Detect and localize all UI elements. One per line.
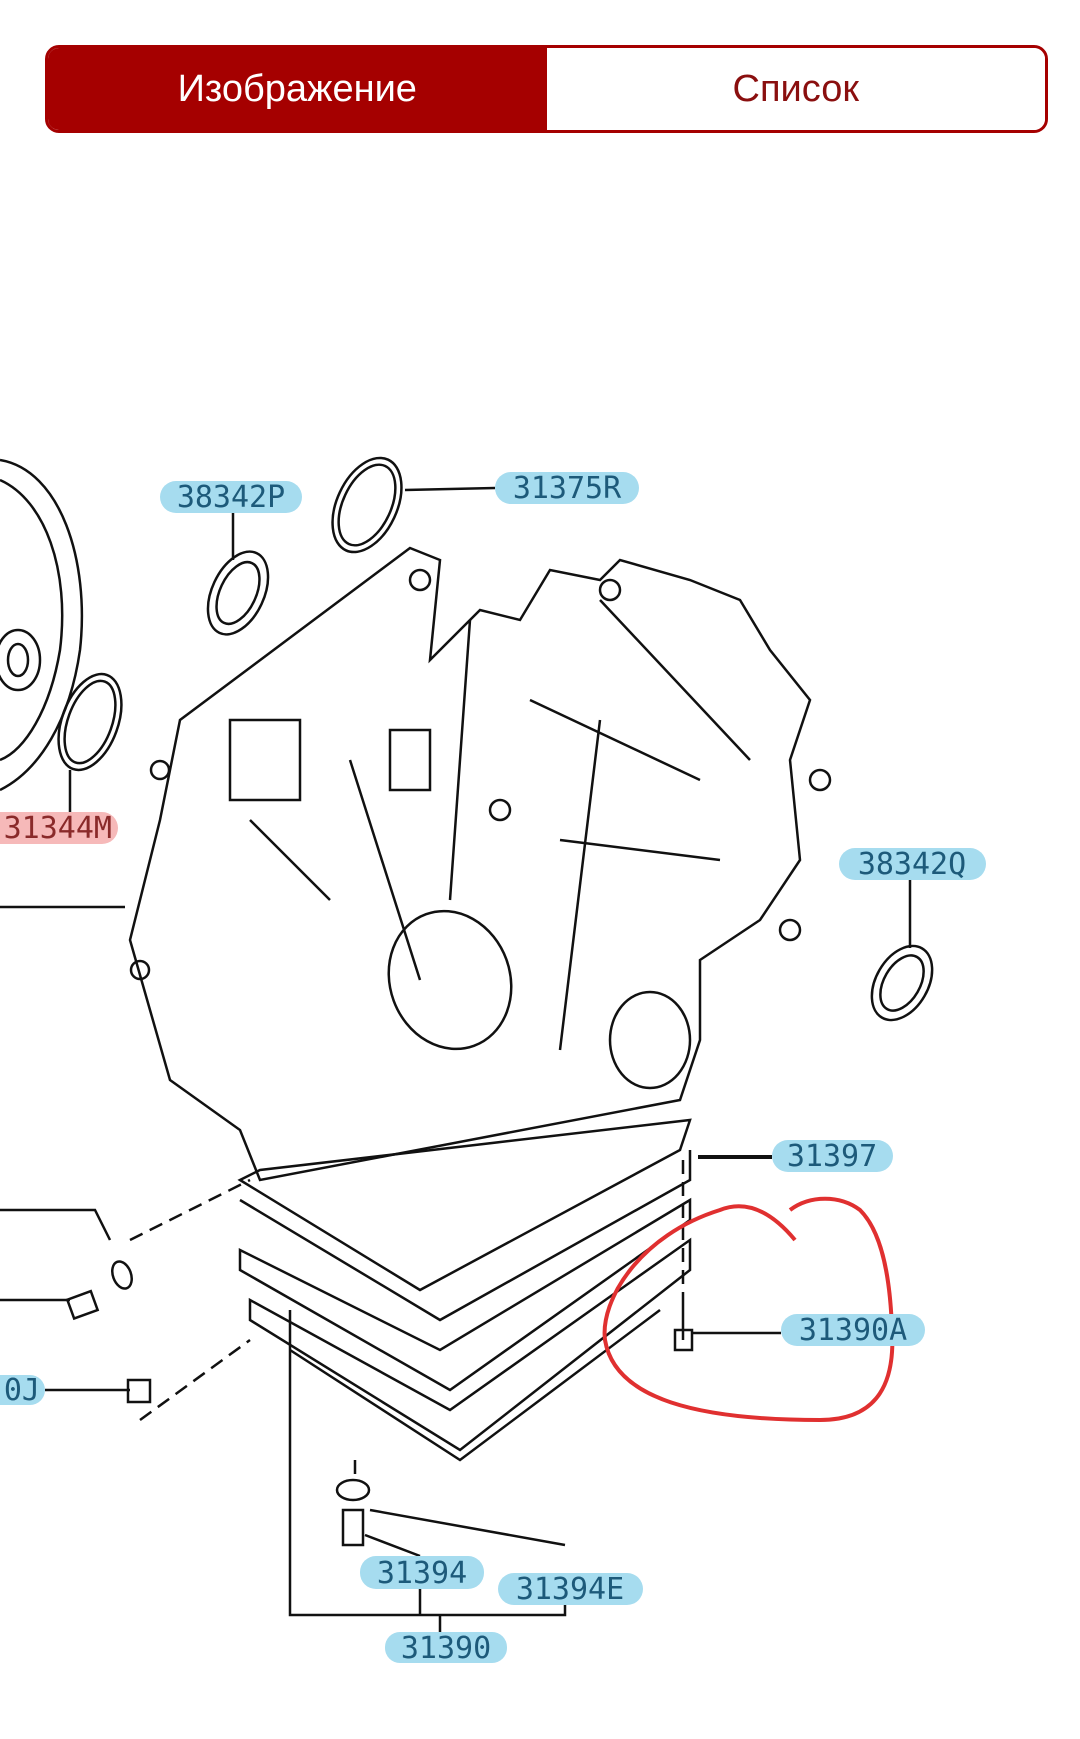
callout-label: 38342P	[177, 480, 285, 515]
callout-label: 38342Q	[858, 847, 966, 882]
tab-image[interactable]: Изображение	[48, 48, 547, 130]
callout-38342Q[interactable]: 38342Q	[839, 847, 986, 882]
callout-label: 31390	[401, 1631, 491, 1666]
callout-label: 31394	[377, 1556, 467, 1591]
callout-label: 0J	[4, 1373, 40, 1408]
oil-pan-drawing	[65, 1118, 694, 1547]
callout-label: 31390A	[799, 1313, 907, 1348]
callout-31394[interactable]: 31394	[360, 1556, 484, 1591]
seal-rings	[57, 456, 934, 1022]
callout-31344M[interactable]: 31344M	[0, 811, 118, 846]
callout-label: 31394E	[516, 1572, 624, 1607]
tab-list[interactable]: Список	[546, 48, 1045, 130]
callout-31375R[interactable]: 31375R	[495, 471, 639, 506]
leader-lines	[0, 486, 912, 1632]
callout-label: 31397	[787, 1139, 877, 1174]
view-toggle: Изображение Список	[45, 45, 1048, 133]
callout-label: 31375R	[513, 471, 622, 506]
callout-31397[interactable]: 31397	[772, 1139, 893, 1174]
callout-31390A[interactable]: 31390A	[781, 1313, 925, 1348]
callout-31394E[interactable]: 31394E	[498, 1572, 643, 1607]
transmission-case-drawing	[128, 546, 832, 1182]
callout-0J[interactable]: 0J	[0, 1373, 45, 1408]
callout-label: 31344M	[4, 811, 112, 846]
callout-38342P[interactable]: 38342P	[160, 480, 302, 515]
torque-converter-drawing	[0, 458, 84, 792]
callout-31390[interactable]: 31390	[385, 1631, 507, 1666]
annotation-circle	[602, 1196, 895, 1423]
